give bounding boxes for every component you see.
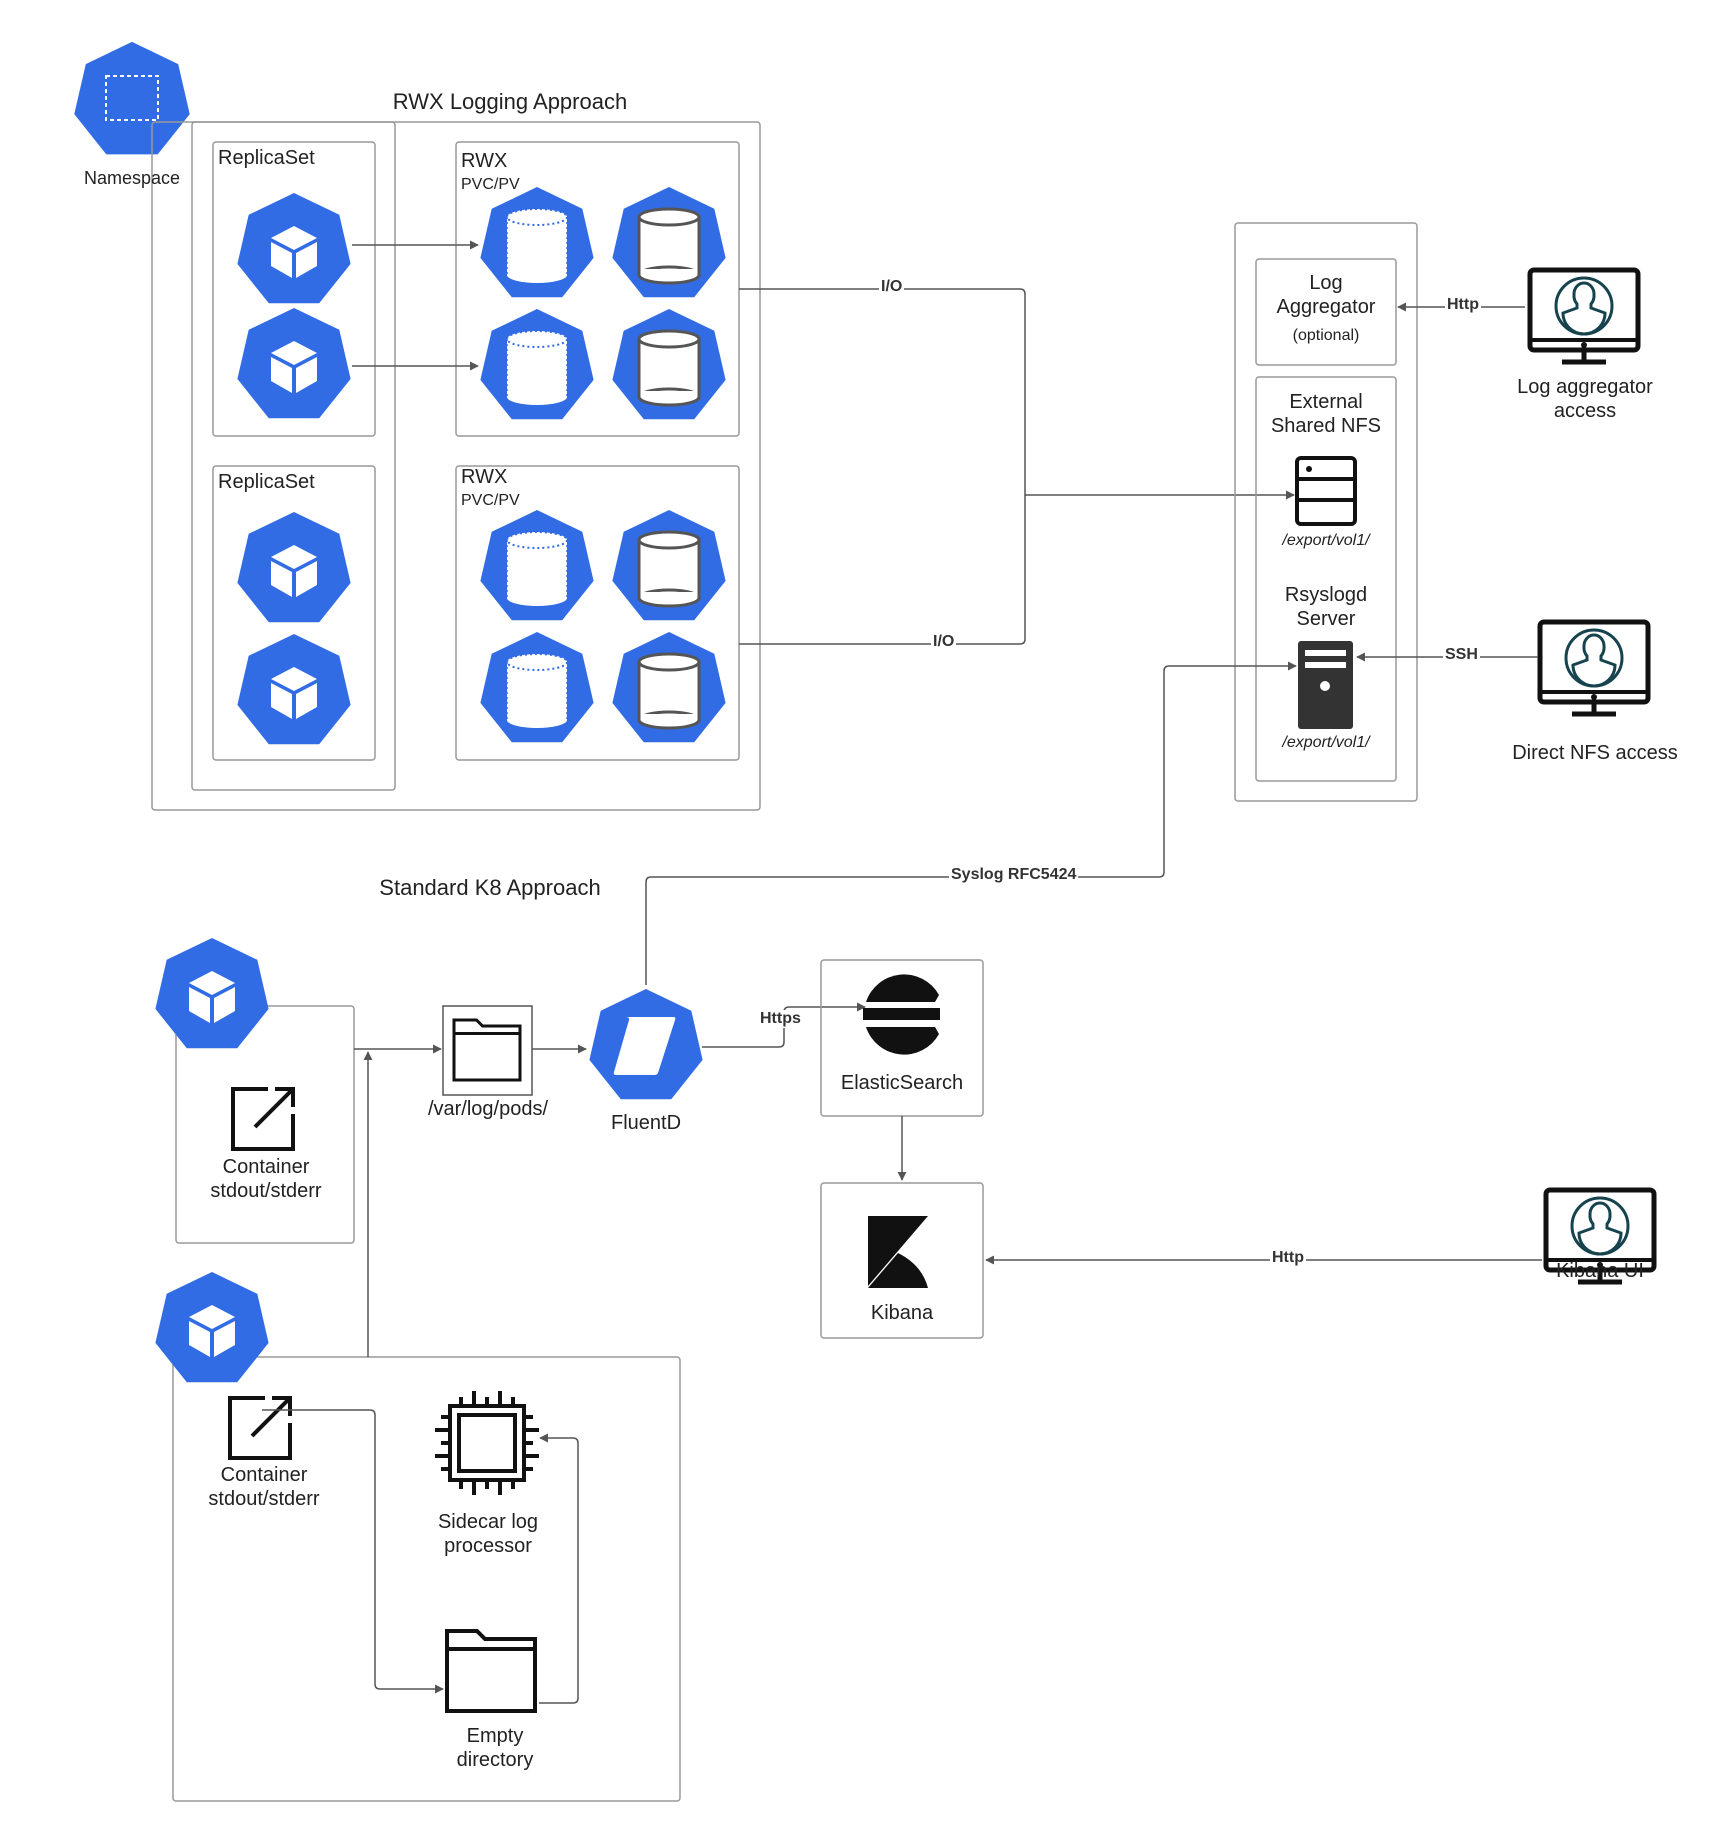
log-aggregator-access-label: Log aggregator access bbox=[1517, 376, 1653, 422]
namespace-label: Namespace bbox=[83, 168, 181, 188]
folder-icon bbox=[452, 1018, 522, 1082]
var-log-pods-box bbox=[442, 1005, 533, 1096]
replicaset-1-box bbox=[212, 141, 376, 437]
container-stdout-label: Container stdout/stderr bbox=[210, 1156, 322, 1202]
standard-pod-1-icon bbox=[155, 938, 269, 1049]
empty-directory-label: Empty directory bbox=[456, 1725, 534, 1771]
container-to-empty-dir-connector bbox=[262, 1409, 444, 1694]
rsyslogd-server-label: Rsyslogd Server bbox=[1284, 584, 1368, 630]
pvc-pv-label: PVC/PV bbox=[461, 492, 520, 509]
empty-dir-to-sidecar-connector bbox=[539, 1433, 579, 1704]
pvc-icon bbox=[480, 510, 594, 621]
https-edge-label: Https bbox=[758, 1010, 803, 1028]
rsyslogd-export-path: /export/vol1/ bbox=[1282, 734, 1370, 751]
rwx-approach-title: RWX Logging Approach bbox=[392, 89, 628, 114]
kibana-logo bbox=[868, 1216, 928, 1288]
pod-icon bbox=[237, 512, 351, 623]
http-edge-label: Http bbox=[1445, 296, 1481, 314]
fluentd-icon bbox=[589, 989, 703, 1100]
nfs-export-path: /export/vol1/ bbox=[1282, 532, 1370, 549]
standard-approach-title: Standard K8 Approach bbox=[379, 875, 601, 900]
io-connector-top bbox=[739, 288, 1026, 495]
container-stdout-icon bbox=[231, 1087, 295, 1151]
pvc-pv-label: PVC/PV bbox=[461, 176, 520, 193]
rwx-pvc-box-2 bbox=[455, 465, 740, 761]
optional-label: (optional) bbox=[1292, 327, 1360, 344]
rwx-label: RWX bbox=[461, 150, 508, 172]
kibana-label: Kibana bbox=[870, 1302, 934, 1324]
syslog-connector bbox=[645, 661, 1297, 985]
log-aggregator-box bbox=[1255, 258, 1397, 366]
log-aggregator-label: Log Aggregator bbox=[1276, 272, 1376, 318]
empty-directory-folder-icon bbox=[445, 1629, 537, 1713]
fluentd-label: FluentD bbox=[610, 1112, 682, 1134]
kibana-ui-label: Kibana UI bbox=[1556, 1260, 1644, 1282]
elasticsearch-logo bbox=[863, 974, 940, 1055]
standard-pod-2-box bbox=[172, 1356, 681, 1802]
pod-icon bbox=[237, 634, 351, 745]
namespace-icon bbox=[74, 41, 190, 155]
rwx-outer-frame bbox=[151, 121, 761, 811]
external-shared-nfs-label: External Shared NFS bbox=[1270, 391, 1382, 437]
container-stdout-label: Container stdout/stderr bbox=[208, 1464, 320, 1510]
elasticsearch-label: ElasticSearch bbox=[840, 1072, 964, 1094]
pod-icon bbox=[237, 308, 351, 419]
pvc-icon bbox=[480, 309, 594, 420]
replicaset-label: ReplicaSet bbox=[218, 147, 315, 169]
syslog-edge-label: Syslog RFC5424 bbox=[949, 866, 1079, 884]
sidecar-label: Sidecar log processor bbox=[437, 1511, 539, 1557]
nfs-outer-box bbox=[1234, 222, 1418, 802]
kibana-box bbox=[820, 1182, 984, 1339]
pv-icon bbox=[612, 632, 726, 743]
container-stdout-icon bbox=[228, 1396, 292, 1460]
pv-icon bbox=[612, 309, 726, 420]
var-log-pods-label: /var/log/pods/ bbox=[427, 1098, 549, 1120]
pv-icon bbox=[612, 510, 726, 621]
direct-nfs-access-monitor-icon bbox=[1540, 622, 1648, 714]
http-edge-label: Http bbox=[1270, 1249, 1306, 1267]
rsyslogd-server-icon bbox=[1298, 641, 1353, 729]
replicaset-2-box bbox=[212, 465, 376, 761]
pv-icon bbox=[612, 187, 726, 298]
rwx-namespace-frame bbox=[191, 121, 396, 791]
nfs-server-icon bbox=[1295, 456, 1357, 526]
sidecar-chip-icon bbox=[435, 1391, 539, 1495]
replicaset-label: ReplicaSet bbox=[218, 471, 315, 493]
io-edge-label: I/O bbox=[931, 633, 957, 651]
external-nfs-box bbox=[1255, 376, 1397, 782]
io-connector-bottom bbox=[739, 495, 1026, 645]
pod-icon bbox=[237, 193, 351, 304]
pvc-icon bbox=[480, 187, 594, 298]
pvc-icon bbox=[480, 632, 594, 743]
log-aggregator-access-monitor-icon bbox=[1530, 270, 1638, 362]
rwx-label: RWX bbox=[461, 466, 508, 488]
direct-nfs-access-label: Direct NFS access bbox=[1512, 742, 1678, 764]
ssh-edge-label: SSH bbox=[1443, 646, 1480, 664]
io-edge-label: I/O bbox=[879, 278, 905, 296]
